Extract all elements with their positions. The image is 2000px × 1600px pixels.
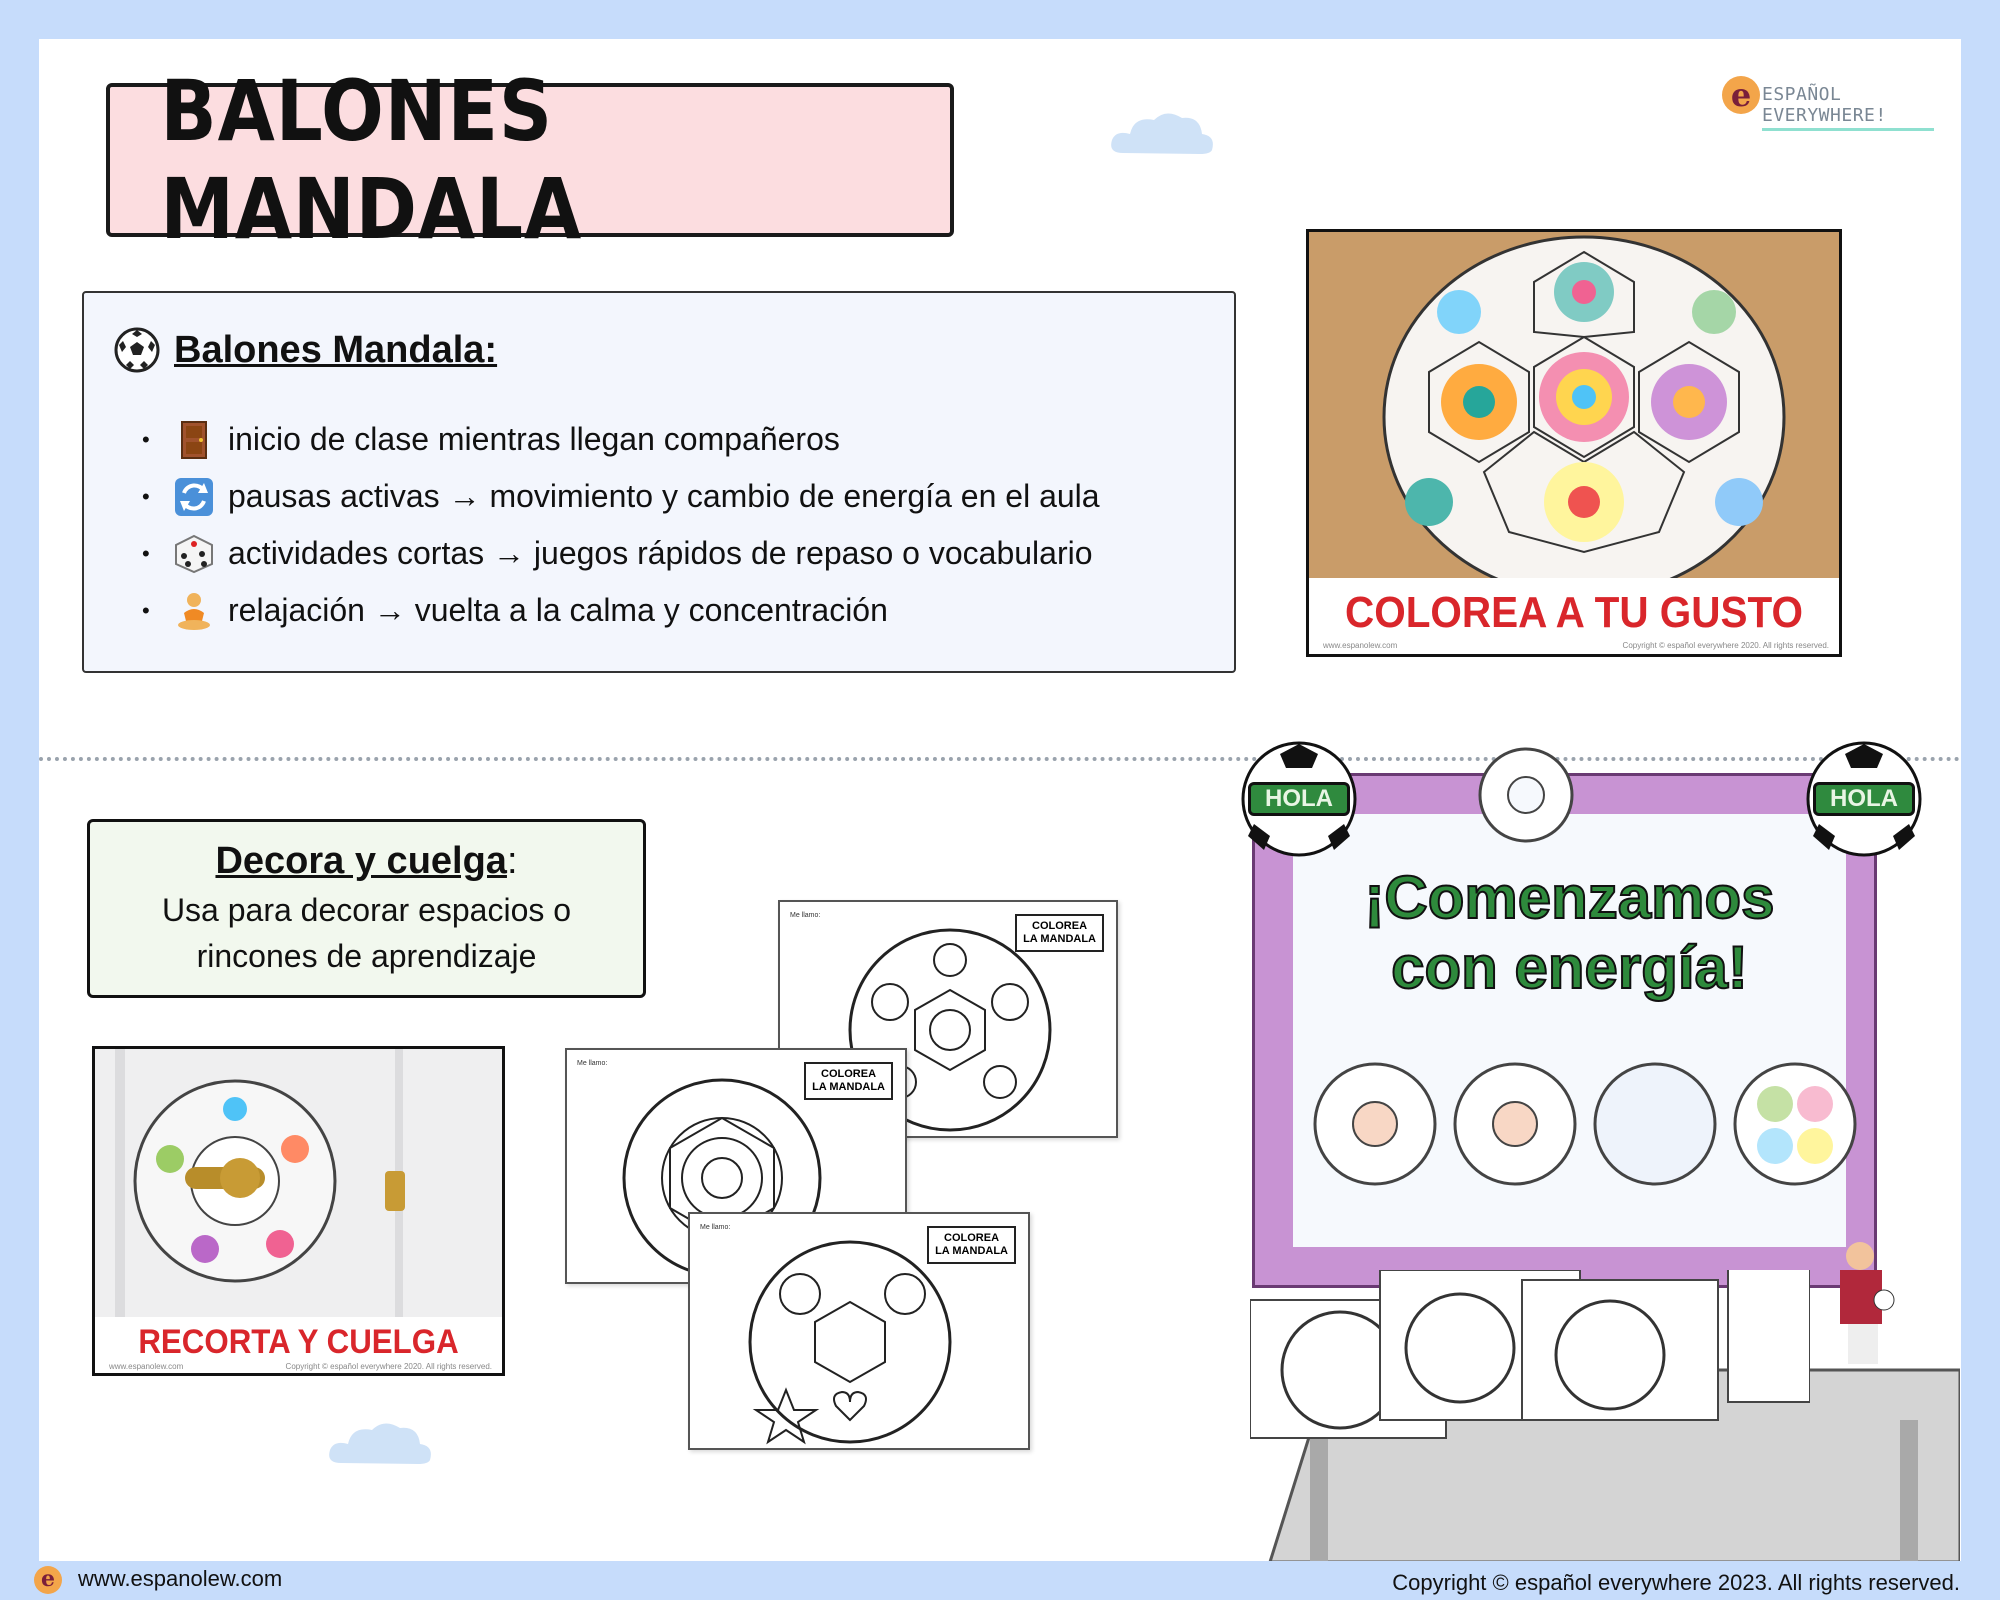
mandala-donut-icon bbox=[1478, 747, 1574, 843]
mandala-row-icon bbox=[1313, 1062, 1857, 1186]
mandala-outline-icon bbox=[748, 1240, 952, 1445]
logo-e-icon: e bbox=[1722, 76, 1760, 114]
worksheet-tag-line-1: COLOREA bbox=[944, 1232, 1000, 1244]
photo-mini-footer: www.espanolew.com Copyright © español ev… bbox=[109, 1362, 492, 1371]
decora-line-2: rincones de aprendizaje bbox=[196, 938, 537, 974]
door-icon bbox=[174, 420, 214, 460]
decora-box: Decora y cuelga: Usa para decorar espaci… bbox=[87, 819, 646, 998]
board-heading-line-2: con energía! bbox=[1390, 933, 1749, 1002]
bullet-text: inicio de clase mientras llegan compañer… bbox=[228, 421, 840, 457]
hola-ball-left: HOLA bbox=[1240, 740, 1358, 858]
photo-caption: RECORTA Y CUELGA bbox=[138, 1323, 459, 1361]
decora-line-1: Usa para decorar espacios o bbox=[161, 892, 572, 928]
mini-footer-copyright: Copyright © español everywhere 2020. All… bbox=[285, 1362, 492, 1371]
worksheet-tag: COLOREA LA MANDALA bbox=[927, 1226, 1016, 1264]
info-box: Balones Mandala: inicio de clase mientra… bbox=[82, 291, 1236, 673]
hola-sign: HOLA bbox=[1248, 782, 1350, 816]
section-divider bbox=[39, 757, 1961, 761]
decora-heading: Decora y cuelga: bbox=[90, 840, 643, 883]
logo-text: ESPAÑOL EVERYWHERE! bbox=[1762, 84, 1934, 131]
board-heading-line-1: ¡Comenzamos bbox=[1363, 863, 1775, 932]
bulletin-board: ¡Comenzamos con energía! bbox=[1293, 814, 1857, 1247]
worksheet-name-label: Me llamo: bbox=[790, 912, 821, 919]
decora-colon: : bbox=[506, 840, 518, 882]
character-figure-icon bbox=[1840, 1242, 1895, 1364]
info-bullet-list: inicio de clase mientras llegan compañer… bbox=[142, 411, 1100, 639]
door-hanger-photo: RECORTA Y CUELGA www.espanolew.com Copyr… bbox=[92, 1046, 505, 1376]
info-heading: Balones Mandala: bbox=[114, 327, 497, 373]
hola-ball-right: HOLA bbox=[1805, 740, 1923, 858]
footer-url[interactable]: www.espanolew.com bbox=[78, 1566, 283, 1591]
photo-caption-area: COLOREA A TU GUSTO www.espanolew.com Cop… bbox=[1309, 578, 1839, 654]
worksheet-tag-line-2: LA MANDALA bbox=[812, 1081, 885, 1093]
worksheet-stack-icon bbox=[1250, 1270, 1810, 1439]
flower-icon bbox=[1539, 352, 1629, 442]
door-hanger-illustration bbox=[95, 1049, 502, 1317]
footer-logo-icon: e bbox=[34, 1566, 62, 1594]
worksheet-card: Me llamo: COLOREA LA MANDALA bbox=[688, 1212, 1030, 1450]
cloud-icon bbox=[1111, 113, 1213, 154]
list-item: pausas activas → movimiento y cambio de … bbox=[142, 468, 1100, 525]
meditation-icon bbox=[174, 591, 214, 631]
decora-description: Usa para decorar espacios o rincones de … bbox=[90, 887, 643, 979]
bulletin-board-frame: ¡Comenzamos con energía! bbox=[1252, 773, 1877, 1288]
photo-mini-footer: www.espanolew.com Copyright © español ev… bbox=[1323, 641, 1829, 650]
worksheet-tag: COLOREA LA MANDALA bbox=[1015, 914, 1104, 952]
decora-title: Decora y cuelga bbox=[215, 840, 507, 882]
footer-copyright: Copyright © español everywhere 2023. All… bbox=[1392, 1570, 1960, 1595]
brand-logo[interactable]: e ESPAÑOL EVERYWHERE! bbox=[1722, 76, 1934, 131]
cloud-icon bbox=[329, 1423, 431, 1464]
mini-footer-url: www.espanolew.com bbox=[109, 1362, 184, 1371]
worksheet-tag-line-1: COLOREA bbox=[821, 1068, 877, 1080]
worksheet-tag: COLOREA LA MANDALA bbox=[804, 1062, 893, 1100]
bulletin-board-illustration: ¡Comenzamos con energía! HOLA bbox=[1200, 740, 1960, 1562]
bullet-text: pausas activas → movimiento y cambio de … bbox=[228, 478, 1100, 514]
page-title: BALONES MANDALA bbox=[160, 62, 583, 258]
bullet-text: actividades cortas → juegos rápidos de r… bbox=[228, 535, 1093, 571]
worksheet-tag-line-1: COLOREA bbox=[1032, 920, 1088, 932]
hola-sign: HOLA bbox=[1813, 782, 1915, 816]
dice-icon bbox=[174, 534, 214, 574]
colored-mandala-photo: COLOREA A TU GUSTO www.espanolew.com Cop… bbox=[1306, 229, 1842, 657]
photo-caption-area: RECORTA Y CUELGA www.espanolew.com Copyr… bbox=[95, 1317, 502, 1373]
worksheet-tag-line-2: LA MANDALA bbox=[935, 1245, 1008, 1257]
footer-bar bbox=[0, 1561, 2000, 1600]
worksheet-name-label: Me llamo: bbox=[577, 1060, 608, 1067]
list-item: inicio de clase mientras llegan compañer… bbox=[142, 411, 1100, 468]
page-title-box: BALONES MANDALA bbox=[106, 62, 954, 258]
bullet-text: relajación → vuelta a la calma y concent… bbox=[228, 592, 888, 628]
info-heading-text: Balones Mandala: bbox=[174, 328, 498, 371]
arrows-cycle-icon bbox=[174, 477, 214, 517]
list-item: actividades cortas → juegos rápidos de r… bbox=[142, 525, 1100, 582]
soccer-ball-icon bbox=[114, 327, 160, 373]
mini-footer-copyright: Copyright © español everywhere 2020. All… bbox=[1622, 641, 1829, 650]
mandala-ball-illustration bbox=[1309, 232, 1839, 582]
list-item: relajación → vuelta a la calma y concent… bbox=[142, 582, 1100, 639]
mini-footer-url: www.espanolew.com bbox=[1323, 641, 1398, 650]
photo-caption: COLOREA A TU GUSTO bbox=[1344, 588, 1804, 637]
worksheet-name-label: Me llamo: bbox=[700, 1224, 731, 1231]
worksheet-tag-line-2: LA MANDALA bbox=[1023, 933, 1096, 945]
